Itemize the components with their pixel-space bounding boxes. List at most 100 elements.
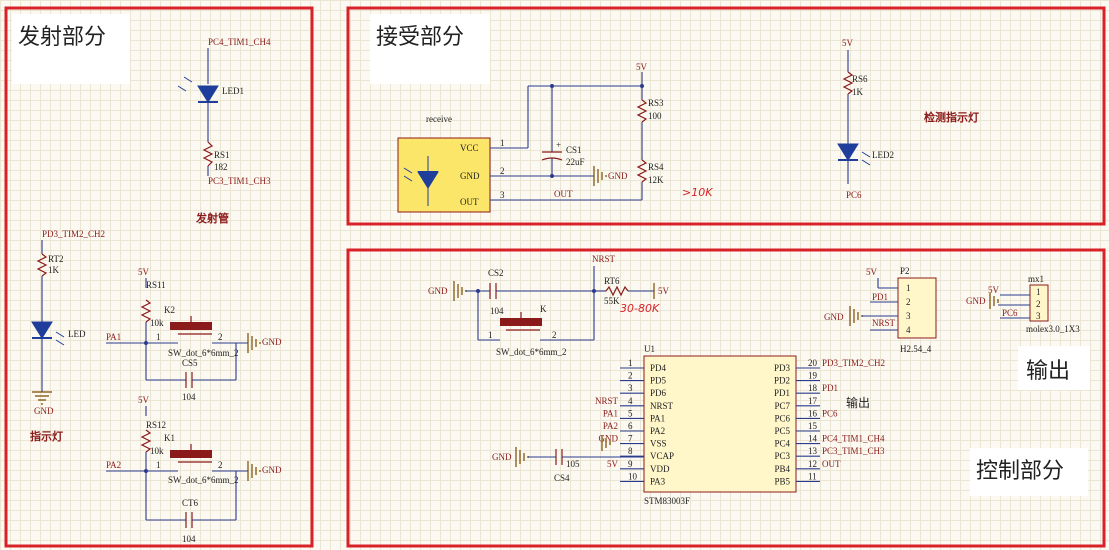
cs2-value: 104: [490, 306, 504, 316]
k1-switch-circuit: 5V RS12 10k PA2 K1 1 2 GND SW_dot_6*6mm_…: [106, 395, 282, 544]
indicator-gnd-label: GND: [34, 406, 54, 416]
detect-indicator-caption: 检测指示灯: [924, 110, 979, 124]
vcap-gnd: GND: [492, 452, 512, 462]
mcu-pin-name: VSS: [650, 439, 667, 449]
control-title-bg: [970, 448, 1088, 496]
cs4-value: 105: [566, 459, 580, 469]
ground-icon: [849, 306, 863, 326]
ground-icon: [247, 333, 261, 353]
rt6-value: 55K: [604, 296, 620, 306]
mcu-pin-name: PC3: [774, 451, 790, 461]
p2-gnd: GND: [824, 312, 844, 322]
ground-icon: [32, 391, 52, 405]
k1-button: [170, 450, 212, 458]
p2-pin2: 2: [906, 297, 911, 307]
k1-net-pa2: PA2: [106, 460, 121, 470]
p2-connector-body: [897, 277, 937, 339]
k2-button: [170, 322, 212, 330]
mcu-pin-name: NRST: [650, 401, 674, 411]
mcu-pin-number: 10: [628, 471, 638, 481]
receiver-label: receive: [426, 114, 452, 124]
led1-ref: LED1: [222, 86, 244, 96]
reset-sw-pin2: 2: [552, 330, 557, 340]
rs3-resistor: [636, 99, 648, 123]
ct6-value: 104: [182, 534, 196, 544]
k2-pin2: 2: [218, 332, 223, 342]
rs6-value: 1K: [852, 87, 864, 97]
control-section-title: 控制部分: [976, 459, 1064, 484]
control-section-frame: [346, 248, 1106, 548]
mcu-left-net: 5V: [607, 459, 619, 469]
p2-pin1: 1: [906, 283, 911, 293]
k2-ref: K2: [164, 305, 175, 315]
mcu-pin-name: PD6: [650, 388, 667, 398]
receiver-circuit: receive VCC GND OUT 1 2 3 5V RS3 100 RS4…: [397, 38, 979, 213]
ground-icon: [593, 166, 607, 186]
k2-gnd: GND: [262, 337, 282, 347]
mcu-left-net: PA2: [603, 421, 618, 431]
emit-section-frame: [4, 6, 314, 548]
cs1-ref: CS1: [566, 145, 582, 155]
led1-circuit: PC4_TIM1_CH4 LED1 RS1 182 PC3_TIM1_CH3 发…: [177, 37, 271, 225]
cs2-ref: CS2: [488, 268, 504, 278]
rs11-ref: RS11: [146, 280, 166, 290]
mcu-pin-name: PD3: [774, 363, 791, 373]
mcu-pin-name: PD2: [774, 376, 790, 386]
mcu-output-note: 输出: [846, 395, 870, 410]
receiver-pin-out: OUT: [460, 197, 479, 207]
rs6-resistor: [842, 71, 854, 95]
mcu-pin-number: 1: [628, 358, 633, 368]
rs1-value: 182: [214, 162, 228, 172]
led2-diode-icon: [837, 143, 859, 161]
mcu-pin-number: 14: [808, 434, 818, 444]
emit-tube-caption: 发射管: [195, 211, 229, 225]
mcu-pin-name: PA2: [650, 426, 665, 436]
mcu-left-net: NRST: [595, 396, 619, 406]
rs4-value: 12K: [648, 175, 664, 185]
mcu-pin-number: 17: [808, 396, 818, 406]
mcu-pin-number: 2: [628, 371, 633, 381]
rs1-resistor: [202, 141, 214, 167]
mcu-pin-number: 4: [628, 396, 633, 406]
mcu-ref: U1: [644, 344, 655, 354]
k1-pin1: 1: [156, 460, 161, 470]
rt6-handnote: 30-80K: [620, 302, 660, 315]
p2-pin3: 3: [906, 311, 911, 321]
cs5-ref: CS5: [182, 358, 198, 368]
k2-pin1: 1: [156, 332, 161, 342]
p2-ref: P2: [900, 266, 910, 276]
ground-icon: [515, 447, 529, 467]
rs4-resistor: [636, 159, 648, 183]
mx1-connector: mx1 1 2 3 5V GND PC6 molex3.0_1X3: [966, 274, 1080, 334]
p2-pin4: 4: [906, 325, 911, 335]
mcu-right-net: PC6: [822, 408, 838, 418]
receive-title-bg: [370, 14, 490, 84]
receiver-pin1-num: 1: [500, 138, 505, 148]
mx1-footprint: molex3.0_1X3: [1026, 324, 1080, 334]
mcu-pin-number: 7: [628, 434, 633, 444]
mcu-pin-number: 6: [628, 421, 633, 431]
mcu-left-net: PA1: [603, 408, 618, 418]
mcu-pin-number: 3: [628, 383, 633, 393]
mcu-pin-name: PC6: [774, 413, 790, 423]
cs4-ref: CS4: [554, 473, 570, 483]
mcu-pin-name: PC5: [774, 426, 790, 436]
mx1-pin3: 3: [1036, 311, 1041, 321]
mcu-pin-number: 19: [808, 371, 818, 381]
mcu-pin-name: VDD: [650, 464, 670, 474]
indicator-led-circuit: PD3_TIM2_CH2 RT2 1K LED GND 指示灯: [30, 229, 105, 443]
reset-sw-footprint: SW_dot_6*6mm_2: [496, 347, 567, 357]
output-title-bg: [1018, 346, 1090, 390]
rs6-ref: RS6: [852, 74, 868, 84]
led1-diode-icon: [197, 85, 219, 103]
reset-circuit: GND CS2 104 NRST RT6 55K 5V 30-80K K 1 2…: [428, 254, 670, 357]
mcu-pin-number: 5: [628, 408, 633, 418]
output-section-title: 输出: [1026, 359, 1070, 384]
receive-section-title: 接受部分: [376, 25, 464, 50]
ct6-ref: CT6: [182, 498, 199, 508]
mcu-part: STM83003F: [644, 496, 690, 506]
rs11-value: 10k: [150, 318, 164, 328]
indicator-caption: 指示灯: [30, 429, 63, 443]
k1-footprint: SW_dot_6*6mm_2: [168, 475, 239, 485]
mcu-pin-number: 18: [808, 383, 818, 393]
